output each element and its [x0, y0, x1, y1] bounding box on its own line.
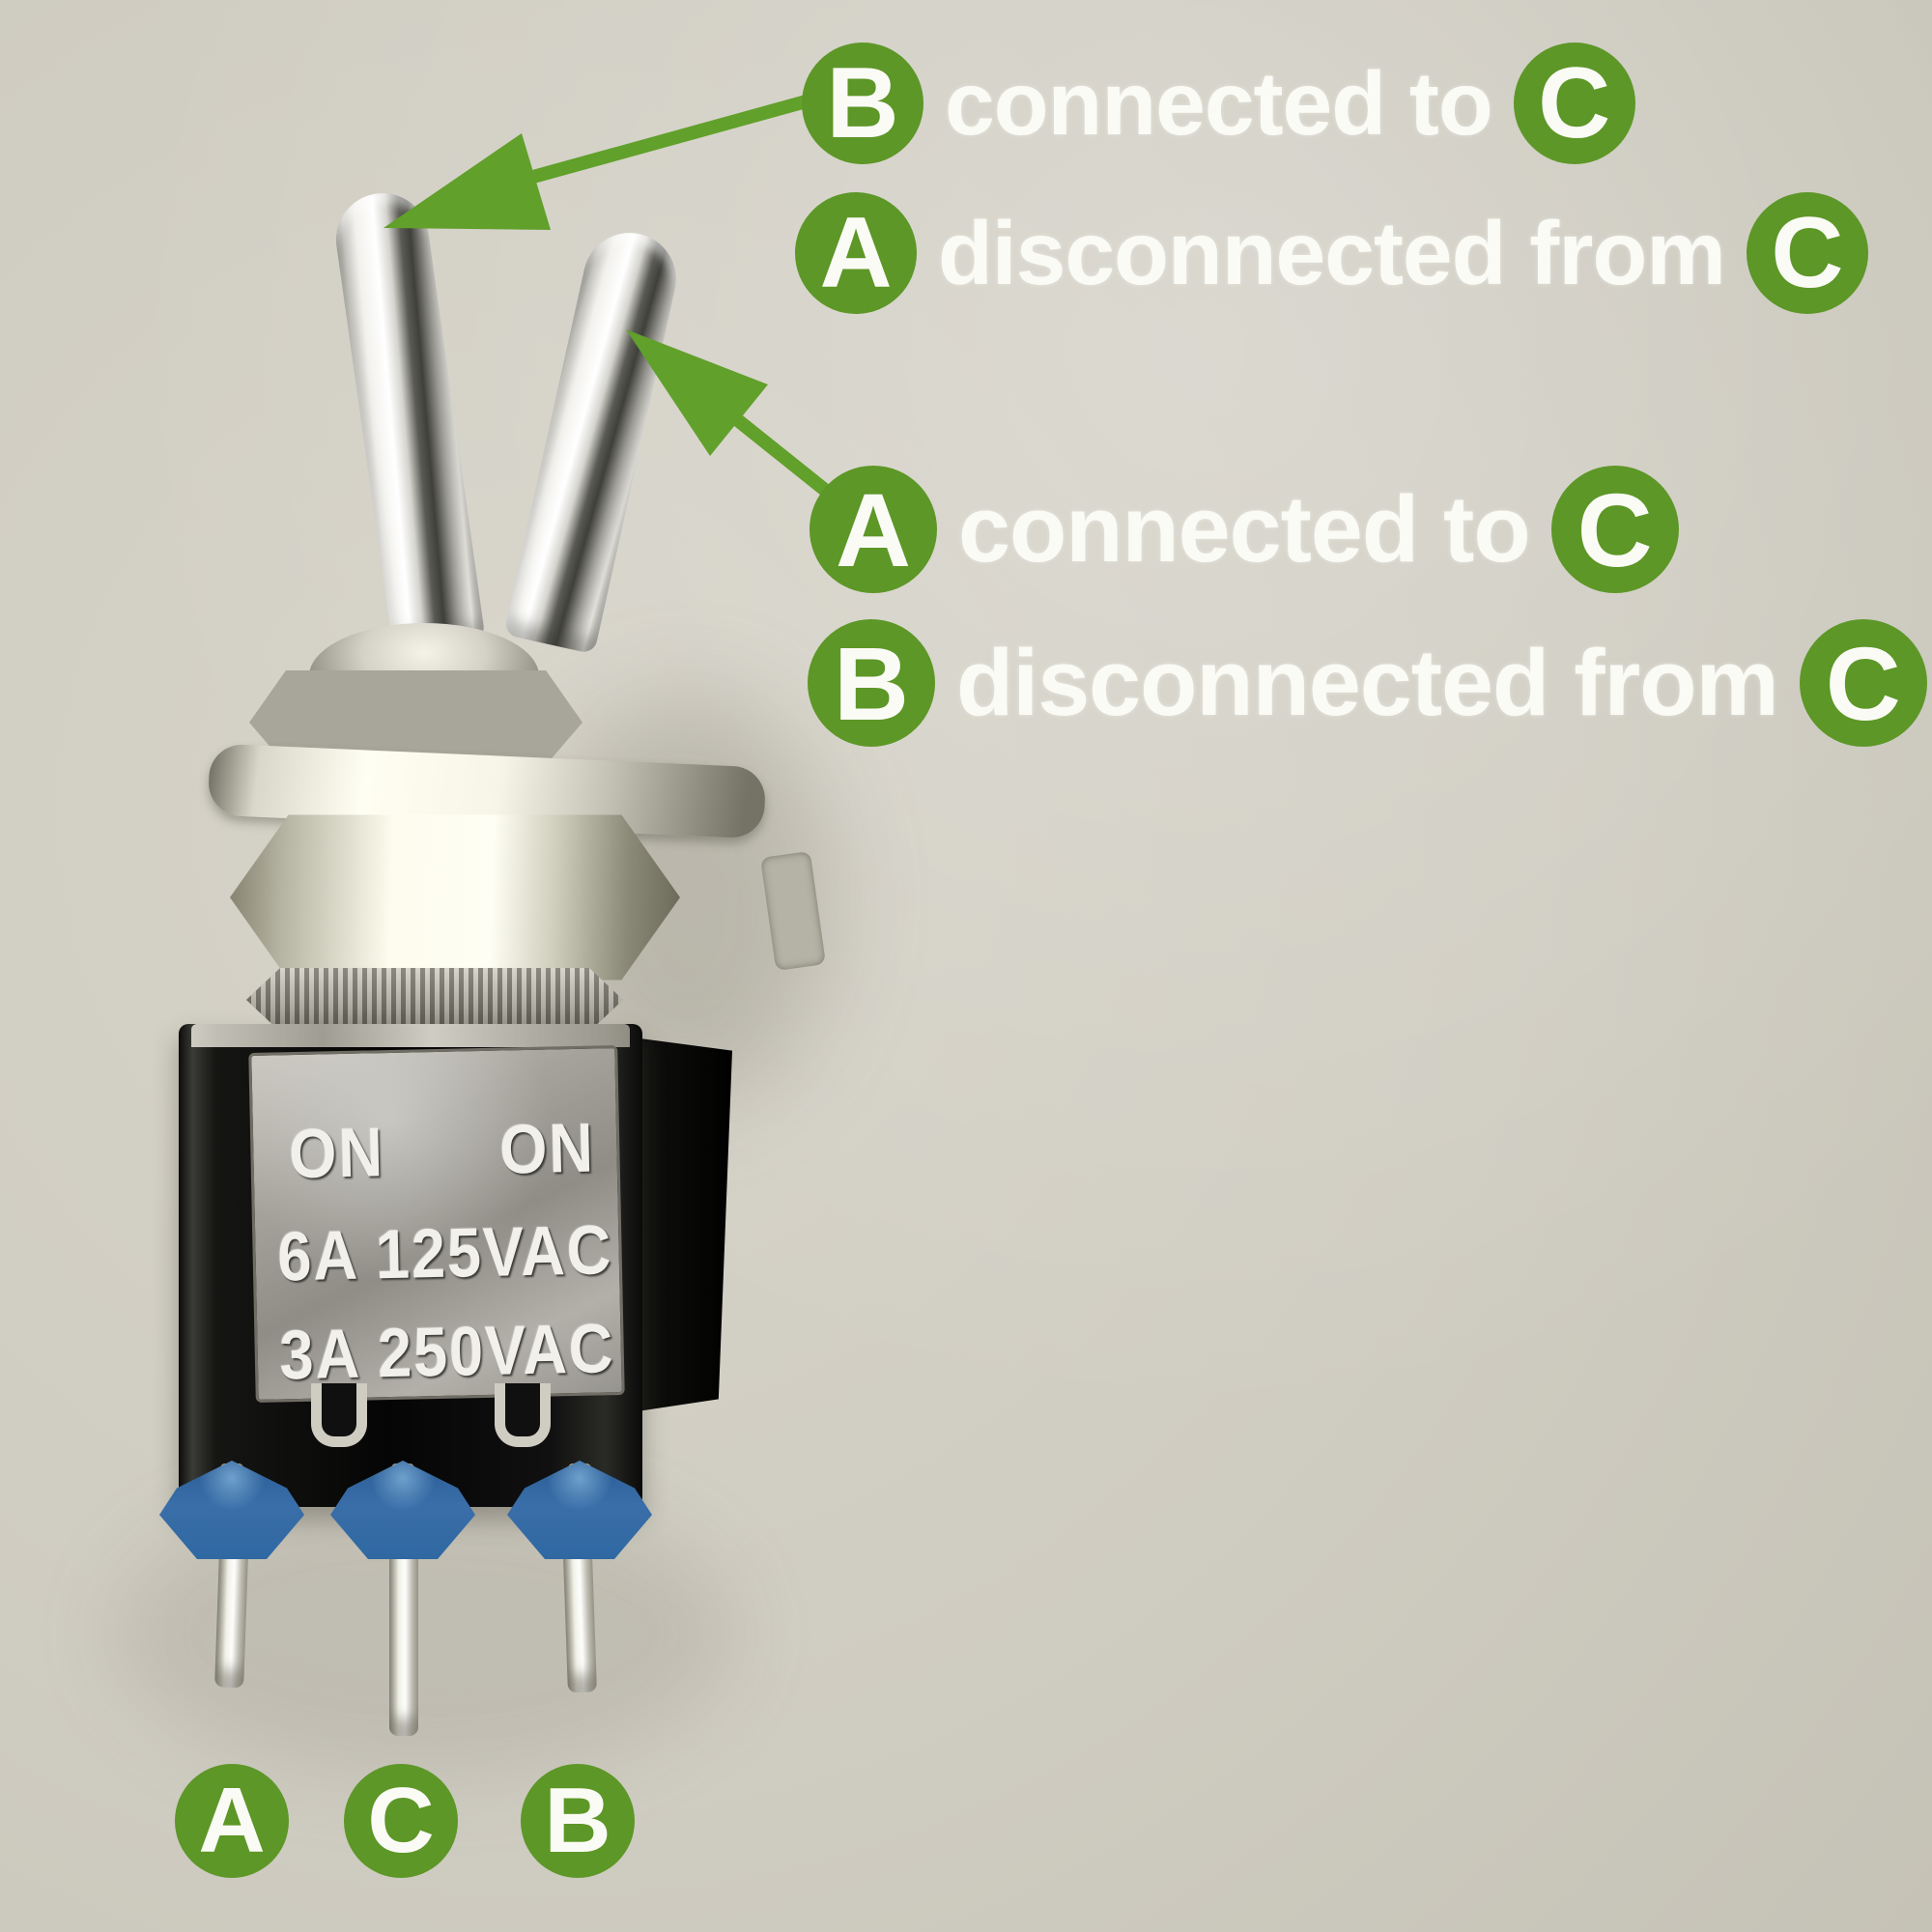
badge-a: A — [810, 466, 937, 593]
annotation-text: disconnected from — [956, 630, 1779, 735]
annotation-row-b-connected: B connected to C — [802, 43, 1635, 164]
arrow-line-to-left-lever — [481, 94, 816, 196]
plate-on-right-label: ON — [498, 1109, 596, 1189]
toggle-lever-right — [503, 223, 686, 655]
badge-a: A — [795, 192, 917, 314]
toggle-lever-left — [329, 186, 486, 652]
badge-c: C — [1799, 619, 1927, 747]
badge-c: C — [1550, 466, 1679, 593]
annotation-row-a-connected: A connected to C — [810, 466, 1679, 593]
plate-mounting-tab-left — [311, 1383, 367, 1447]
knurled-ring-lower — [246, 968, 623, 1032]
annotation-row-a-disconnected: A disconnected from C — [795, 192, 1868, 314]
annotation-row-b-disconnected: B disconnected from C — [808, 619, 1927, 747]
annotation-text: connected to — [945, 52, 1493, 154]
hex-mounting-nut — [230, 814, 680, 980]
annotation-text: disconnected from — [938, 202, 1726, 303]
badge-c: C — [1513, 43, 1635, 164]
pin-c — [389, 1528, 418, 1736]
plate-rating-125vac: 6A 125VAC — [276, 1211, 613, 1296]
switch-body-top-edge — [191, 1024, 630, 1047]
plate-mounting-tab-right — [495, 1383, 551, 1447]
plate-on-left-label: ON — [288, 1114, 385, 1194]
badge-b: B — [802, 43, 923, 164]
terminal-badge-a: A — [175, 1764, 289, 1878]
badge-c: C — [1746, 192, 1868, 314]
badge-b: B — [808, 619, 935, 747]
terminal-badge-b: B — [521, 1764, 635, 1878]
annotation-text: connected to — [958, 476, 1531, 582]
rating-plate: ON ON 6A 125VAC 3A 250VAC — [248, 1045, 625, 1403]
terminal-badge-c: C — [344, 1764, 458, 1878]
